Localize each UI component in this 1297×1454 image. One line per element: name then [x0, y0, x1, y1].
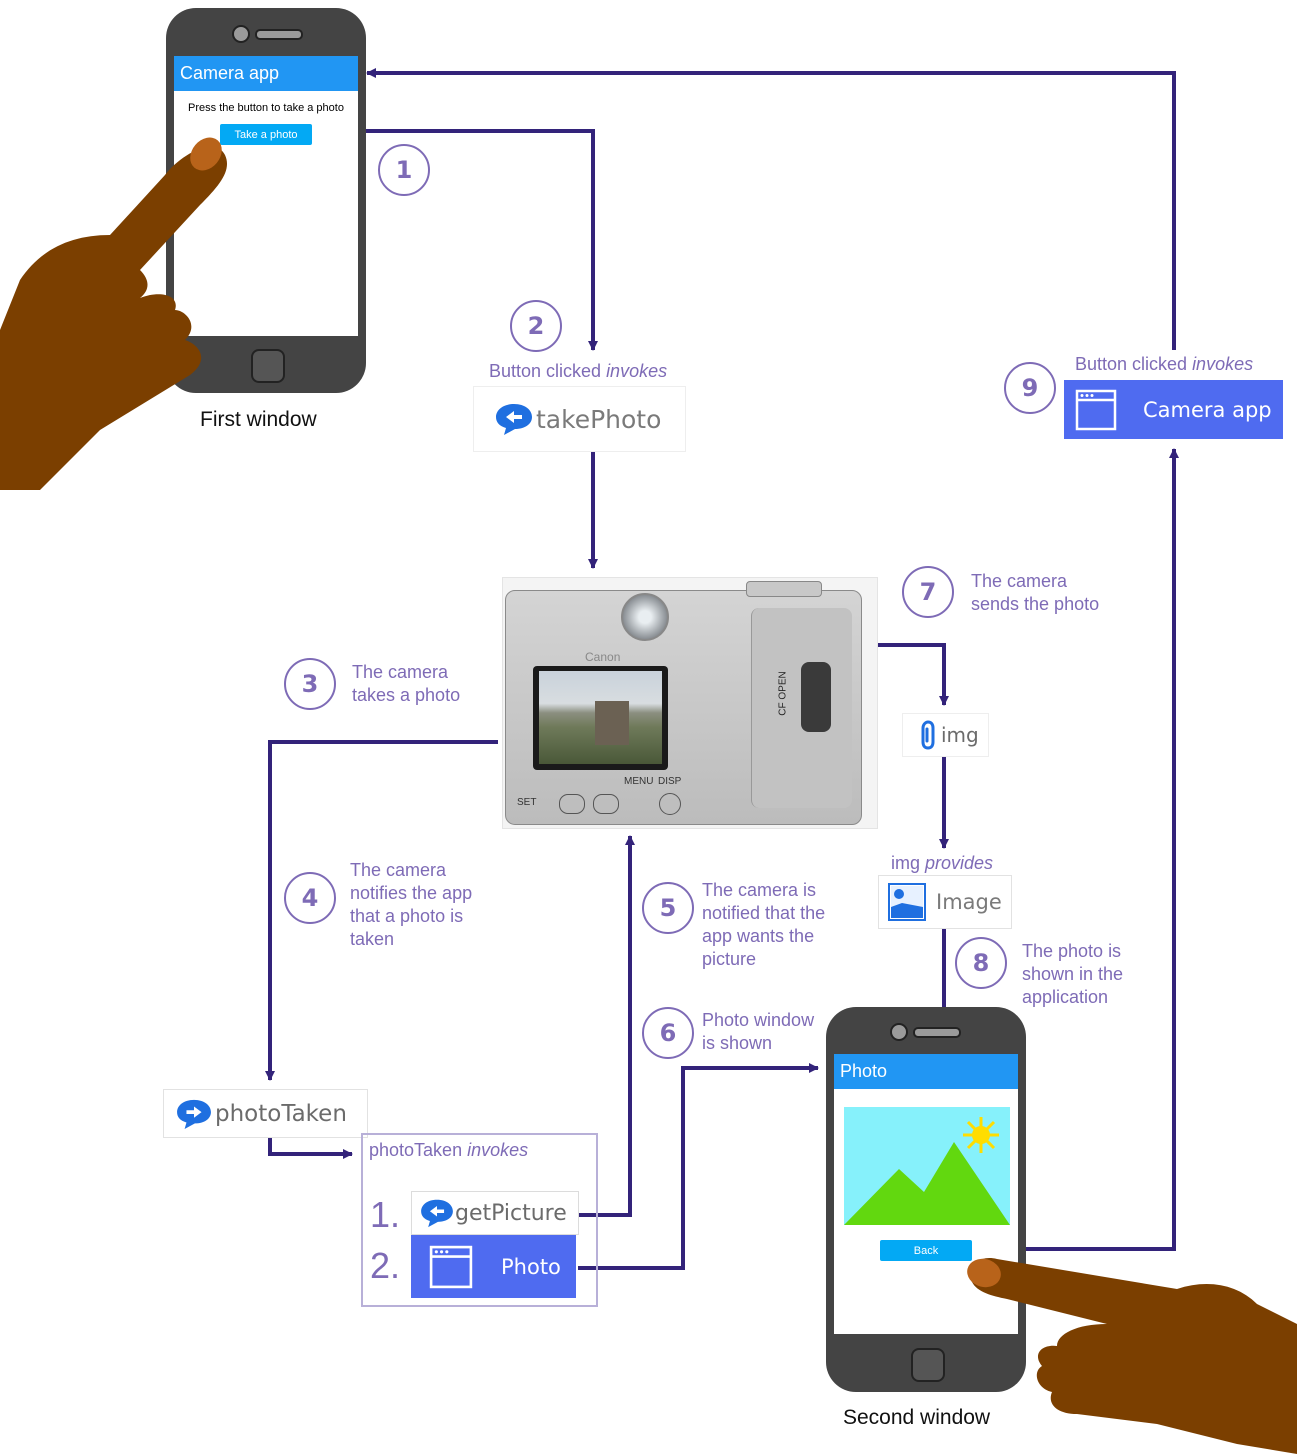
fingertip-first [190, 137, 222, 171]
arrow-camera-to-phototaken [265, 740, 498, 1081]
hand-pointing-first [0, 137, 228, 490]
arrow-camera-app-to-first-window [366, 68, 1176, 350]
get-picture-method-name: getPicture [455, 1200, 567, 1226]
second-window-caption: Second window [843, 1406, 991, 1429]
item-1-number: 1. [370, 1194, 401, 1235]
img-variable-block: img [902, 713, 989, 757]
take-photo-event-name: takePhoto [536, 404, 662, 434]
window-icon [429, 1245, 473, 1288]
window-icon [1075, 389, 1117, 430]
second-window-phone: Photo Back [826, 1007, 1026, 1392]
photo-taken-event-block: photoTaken [163, 1089, 368, 1138]
image-component-icon [888, 883, 926, 921]
first-window-phone: Camera app Press the button to take a ph… [166, 8, 366, 393]
shutter-button-top [746, 581, 822, 597]
camera-brand: Canon [585, 650, 621, 664]
viewfinder [621, 593, 669, 641]
second-window-title: Photo [840, 1061, 888, 1081]
step-2-badge: 2 [510, 300, 562, 352]
camera-dot [232, 25, 250, 43]
photo-taken-invokes-box [361, 1133, 598, 1307]
step-3-badge: 3 [284, 658, 336, 710]
camera-dot [890, 1023, 908, 1041]
photo-window-name: Photo [501, 1254, 561, 1279]
arrow-back-to-camera-app [972, 448, 1179, 1251]
camera-menu-label: MENU [624, 776, 654, 787]
event-bubble-icon [496, 404, 532, 435]
photo-window-block: Photo [411, 1235, 576, 1298]
img-variable-name: img [941, 723, 979, 747]
camera-right-button [593, 794, 619, 814]
camera-disp-button [659, 793, 681, 815]
step-9-label: Button clicked invokes [1075, 354, 1254, 374]
camera-app-window-name: Camera app [1143, 397, 1272, 422]
step-7-badge: 7 [902, 566, 954, 618]
second-window-appbar: Photo [834, 1054, 1018, 1089]
cf-open-label: CF OPEN [777, 671, 789, 716]
camera-disp-label: DISP [658, 776, 682, 787]
img-provides-label: img provides [891, 853, 994, 873]
get-picture-method-block: getPicture [411, 1191, 579, 1235]
fingertip-second [967, 1258, 1001, 1288]
first-window-title: Camera app [180, 63, 280, 83]
hand-pointing-second [967, 1258, 1297, 1454]
castle-tower [595, 701, 629, 745]
first-window-appbar: Camera app [174, 56, 358, 91]
image-component-name: Image [936, 890, 1002, 914]
step-4-badge: 4 [284, 872, 336, 924]
arrow-photo-to-second-window [578, 1063, 819, 1270]
arrow-button-to-takephoto [313, 129, 598, 351]
event-bubble-icon [177, 1099, 211, 1129]
arrow-camera-to-img [876, 643, 949, 706]
photo-taken-invokes-label: photoTaken invokes [369, 1140, 529, 1160]
speaker-slot [255, 29, 303, 40]
camera-lcd [533, 666, 668, 770]
arrow-phototaken-to-invokes [268, 1137, 353, 1159]
step-2-label: Button clicked invokes [489, 361, 668, 381]
item-2-number: 2. [370, 1245, 401, 1286]
lcd-photo-castle [539, 671, 662, 764]
first-window-prompt: Press the button to take a photo [188, 102, 344, 114]
home-button[interactable] [251, 349, 285, 383]
camera-photo: Canon MENU DISP SET CF OPEN [502, 577, 878, 829]
step-6-badge: 6 [642, 1007, 694, 1059]
photo-taken-event-name: photoTaken [215, 1100, 347, 1127]
take-photo-event-block: takePhoto [473, 386, 686, 452]
first-window-screen: Camera app Press the button to take a ph… [174, 56, 358, 336]
step-8-badge: 8 [955, 937, 1007, 989]
image-component-block: Image [878, 875, 1012, 929]
camera-app-window-block: Camera app [1064, 380, 1283, 439]
first-window-caption: First window [200, 408, 317, 431]
back-button[interactable]: Back [880, 1240, 972, 1261]
paperclip-icon [921, 720, 935, 750]
event-bubble-icon [421, 1199, 453, 1228]
camera-set-label: SET [517, 797, 537, 808]
cf-open-switch [801, 662, 831, 732]
step-1-badge: 1 [378, 144, 430, 196]
step-9-badge: 9 [1004, 362, 1056, 414]
speaker-slot [913, 1027, 961, 1038]
photo-image-view [844, 1107, 1010, 1225]
home-button[interactable] [911, 1348, 945, 1382]
step-5-badge: 5 [642, 882, 694, 934]
camera-left-button [559, 794, 585, 814]
take-photo-button[interactable]: Take a photo [220, 124, 312, 145]
arrow-getpicture-to-camera [578, 835, 635, 1217]
